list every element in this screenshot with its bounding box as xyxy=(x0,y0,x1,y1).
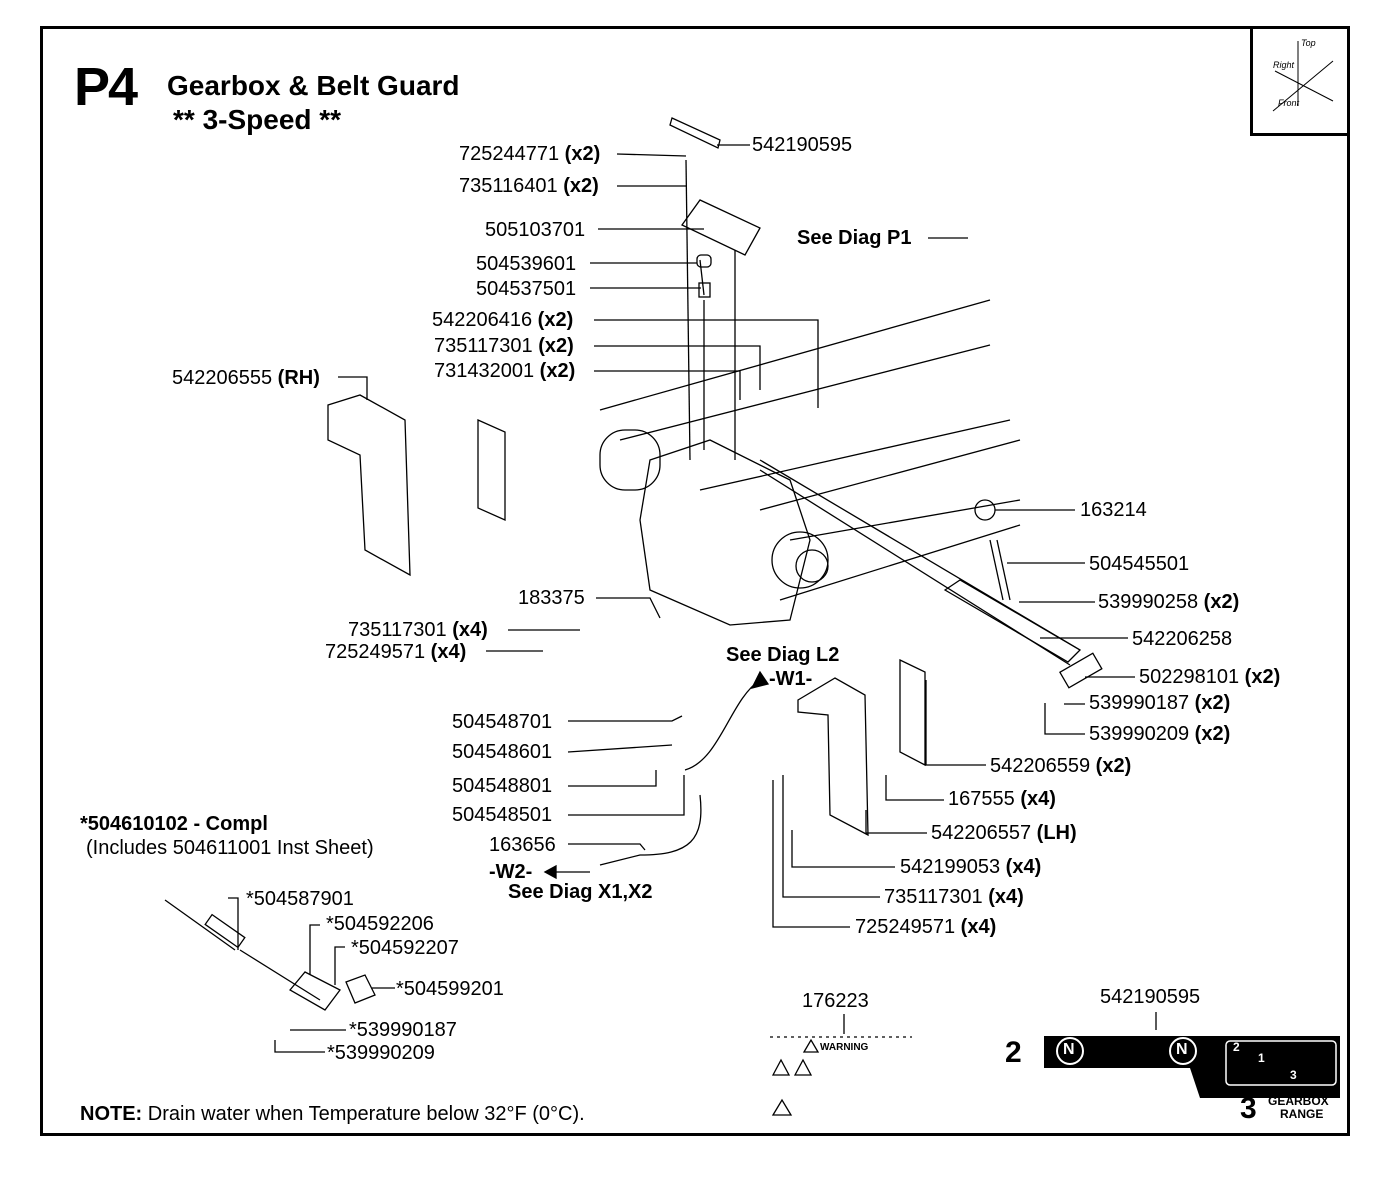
part-label: 542190595 xyxy=(752,134,853,156)
part-label: 542206258 xyxy=(1132,628,1233,650)
gear-label-1: 1 xyxy=(1258,1051,1265,1065)
part-label: 735116401 (x2) xyxy=(459,175,599,197)
part-label: 504548801 xyxy=(452,775,553,797)
part-label: 167555 (x4) xyxy=(948,788,1056,810)
part-label: 725244771 (x2) xyxy=(459,143,601,165)
part-label: 504548501 xyxy=(452,804,553,826)
part-label: 539990209 (x2) xyxy=(1089,723,1231,745)
part-label: 542206557 (LH) xyxy=(931,822,1077,844)
decal-num-3: 3 xyxy=(1240,1092,1257,1125)
kit-item: *504587901 xyxy=(246,888,354,910)
part-label: 542199053 (x4) xyxy=(900,856,1042,878)
see-diag-l2: See Diag L2 xyxy=(726,644,840,666)
decal-range-1: GEARBOX xyxy=(1268,1094,1329,1108)
part-label: 505103701 xyxy=(485,219,586,241)
page-title: Gearbox & Belt Guard xyxy=(167,70,460,101)
kit-item: *504592207 xyxy=(351,937,459,959)
decal-num-2: 2 xyxy=(1005,1036,1022,1069)
kit-item: *539990209 xyxy=(327,1042,435,1064)
kit-item: *504599201 xyxy=(396,978,504,1000)
kit-title: *504610102 - Compl xyxy=(80,813,268,835)
page-code: P4 xyxy=(74,57,138,117)
part-label: 163214 xyxy=(1080,499,1147,521)
page-subtitle: ** 3-Speed ** xyxy=(173,104,342,135)
wire-w1: -W1- xyxy=(769,668,813,690)
decal-range-2: RANGE xyxy=(1280,1107,1324,1121)
part-label: 504539601 xyxy=(476,253,577,275)
footer-note: NOTE: Drain water when Temperature below… xyxy=(80,1103,585,1125)
part-label: 502298101 (x2) xyxy=(1139,666,1281,688)
see-diag-x: See Diag X1,X2 xyxy=(508,881,653,903)
warning-decal-text: WARNING xyxy=(820,1042,869,1053)
axis-right-label: Right xyxy=(1273,60,1295,70)
part-label: 735117301 (x4) xyxy=(884,886,1024,908)
orientation-axes-icon: Top Right Front xyxy=(1272,38,1334,112)
part-label: 725249571 (x4) xyxy=(855,916,997,938)
decal-n-left: N xyxy=(1063,1041,1075,1058)
part-label: 731432001 (x2) xyxy=(434,360,576,382)
part-label: 504545501 xyxy=(1089,553,1190,575)
part-label: 735117301 (x2) xyxy=(434,335,574,357)
gear-label-3: 3 xyxy=(1290,1068,1297,1082)
part-label: 542206416 (x2) xyxy=(432,309,574,331)
diagram-frame xyxy=(40,26,1350,1136)
part-label: 504537501 xyxy=(476,278,577,300)
kit-item: *539990187 xyxy=(349,1019,457,1041)
part-label: 504548601 xyxy=(452,741,553,763)
gearbox-decal-part: 542190595 xyxy=(1100,986,1201,1008)
part-label: 542206555 (RH) xyxy=(172,367,320,389)
orientation-indicator: Top Right Front xyxy=(1250,26,1350,136)
decal-n-right: N xyxy=(1176,1041,1188,1058)
gear-label-2: 2 xyxy=(1233,1040,1240,1054)
see-diag-p1: See Diag P1 xyxy=(797,227,912,249)
kit-item: *504592206 xyxy=(326,913,434,935)
part-label: 542206559 (x2) xyxy=(990,755,1132,777)
part-label: 735117301 (x4) xyxy=(348,619,488,641)
warning-decal-part: 176223 xyxy=(802,990,869,1012)
axis-front-label: Front xyxy=(1278,98,1300,108)
part-label: 539990187 (x2) xyxy=(1089,692,1231,714)
part-label: 183375 xyxy=(518,587,585,609)
kit-includes: (Includes 504611001 Inst Sheet) xyxy=(86,837,374,859)
axis-top-label: Top xyxy=(1301,38,1316,48)
wire-w2: -W2- xyxy=(489,861,533,883)
part-label: 725249571 (x4) xyxy=(325,641,467,663)
part-label: 539990258 (x2) xyxy=(1098,591,1240,613)
part-label: 504548701 xyxy=(452,711,553,733)
part-label: 163656 xyxy=(489,834,556,856)
